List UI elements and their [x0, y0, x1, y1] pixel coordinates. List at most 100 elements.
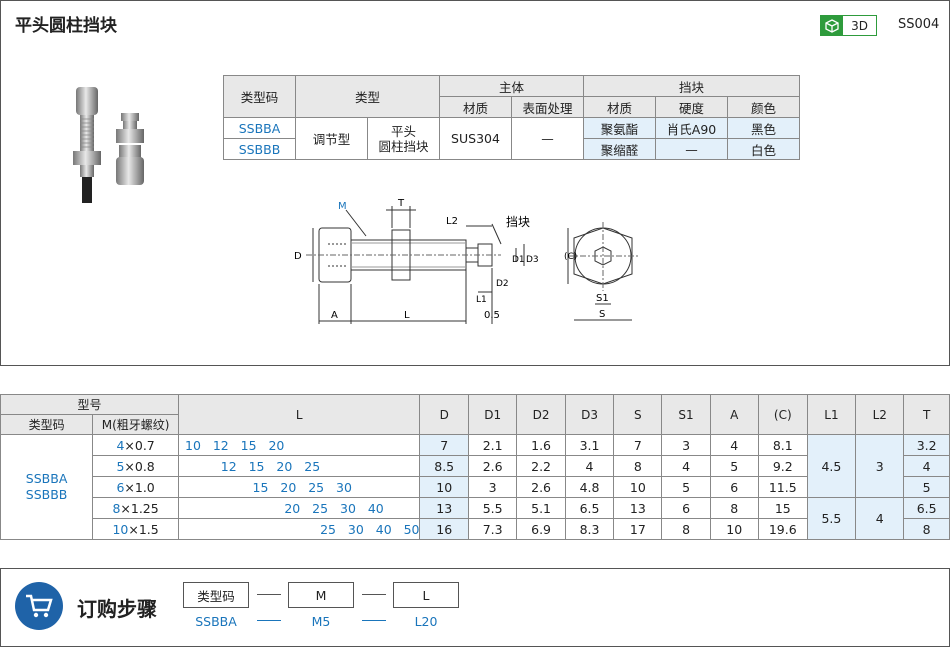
3d-button[interactable]: 3D	[820, 15, 877, 36]
d3-cell: 8.3	[564, 518, 615, 540]
t-cell: 5	[903, 476, 950, 498]
dim-d2-label: D2	[496, 279, 509, 289]
order-value-typecode: SSBBA	[195, 614, 237, 629]
dim-s1-label: S1	[596, 293, 609, 304]
dim-l-label: L	[404, 310, 410, 321]
m-cell: 5×0.8	[92, 455, 179, 477]
m-cell: 10×1.5	[92, 518, 179, 540]
header-l: L	[177, 394, 421, 435]
header-m: M(粗牙螺纹)	[92, 414, 179, 435]
table-row: 5×0.8 12 15 20 25 8.5 2.6 2.2 4 8 4 5 9.…	[1, 455, 950, 477]
header-l2: L2	[855, 394, 905, 435]
c-cell: 19.6	[757, 518, 808, 540]
s-cell: 8	[613, 455, 663, 477]
s1-cell: 6	[661, 497, 711, 519]
dim-l1-label: L1	[476, 295, 487, 305]
d2-cell: 1.6	[516, 434, 566, 456]
a-cell: 6	[709, 476, 759, 498]
hardness-b: —	[655, 138, 728, 160]
order-dash	[257, 620, 281, 621]
color-b: 白色	[727, 138, 800, 160]
product-panel: 平头圆柱挡块 3D SS004 类型码 类型 主体 挡块 材质	[0, 0, 950, 366]
m-cell: 8×1.25	[92, 497, 179, 519]
table-row: SSBBA SSBBB 4×0.7 10 12 15 20 7 2.1 1.6 …	[0, 434, 950, 540]
cube-icon	[821, 16, 843, 35]
header-material: 材质	[439, 96, 512, 118]
l-cell: 15 20 25 30	[177, 476, 421, 498]
order-value-l: L20	[414, 614, 438, 629]
table-row: 8×1.25 20 25 30 40 13 5.5 5.1 6.5 13 6 8…	[1, 497, 950, 540]
type-desc: 平头 圆柱挡块	[367, 117, 440, 160]
order-box-typecode: 类型码	[183, 582, 249, 608]
order-panel: 订购步骤 类型码 M L SSBBA M5 L20	[0, 568, 950, 647]
d1-cell: 2.1	[467, 434, 518, 456]
order-value-m: M5	[311, 614, 331, 629]
header-typecode: 类型码	[223, 75, 296, 118]
order-dash	[362, 594, 386, 595]
s-cell: 13	[613, 497, 663, 519]
type-adjust: 调节型	[295, 117, 368, 160]
header-hardness: 硬度	[655, 96, 728, 118]
header-d1: D1	[467, 394, 518, 435]
header-t: T	[903, 394, 950, 435]
l-cell: 12 15 20 25	[177, 455, 421, 477]
order-dash	[362, 620, 386, 621]
d-cell: 8.5	[419, 455, 469, 477]
d2-cell: 2.2	[516, 455, 566, 477]
typecode-a: SSBBA	[223, 117, 296, 139]
a-cell: 10	[709, 518, 759, 540]
c-cell: 8.1	[757, 434, 808, 456]
body-material: SUS304	[439, 117, 512, 160]
product-photo	[73, 87, 144, 203]
d-cell: 13	[419, 497, 469, 519]
d3-cell: 4	[564, 455, 615, 477]
d-cell: 7	[419, 434, 469, 456]
order-box-m: M	[288, 582, 354, 608]
l-cell: 20 25 30 40	[177, 497, 421, 519]
a-cell: 4	[709, 434, 759, 456]
page-title: 平头圆柱挡块	[15, 16, 117, 36]
dim-m-label: M	[338, 201, 347, 212]
dim-d3-label: D3	[526, 255, 539, 265]
d-cell: 10	[419, 476, 469, 498]
typecodes-cell: SSBBA SSBBB	[0, 434, 94, 540]
header-c: (C)	[757, 394, 808, 435]
header-s: S	[613, 394, 663, 435]
header-l1: L1	[806, 394, 857, 435]
order-box-l: L	[393, 582, 459, 608]
a-cell: 8	[709, 497, 759, 519]
d3-cell: 4.8	[564, 476, 615, 498]
dim-d-label: D	[294, 251, 302, 262]
dim-d1-label: D1	[512, 255, 525, 265]
d3-cell: 6.5	[564, 497, 615, 519]
a-cell: 5	[709, 455, 759, 477]
d2-cell: 5.1	[516, 497, 566, 519]
hardness-a: 肖氏A90	[655, 117, 728, 139]
d1-cell: 7.3	[467, 518, 518, 540]
c-cell: 11.5	[757, 476, 808, 498]
surface: —	[511, 117, 584, 160]
d1-cell: 3	[467, 476, 518, 498]
table-row: 10×1.5 25 30 40 50 16 7.3 6.9 8.3 17 8 1…	[1, 518, 950, 540]
dim-half-label: 0.5	[484, 310, 500, 321]
stopper-material-a: 聚氨酯	[583, 117, 656, 139]
dim-c-label: (C)	[564, 252, 577, 262]
m-cell: 6×1.0	[92, 476, 179, 498]
s1-cell: 4	[661, 455, 711, 477]
header-stopper: 挡块	[583, 75, 800, 97]
d2-cell: 2.6	[516, 476, 566, 498]
header-s1: S1	[661, 394, 711, 435]
dim-t-label: T	[397, 198, 405, 209]
c-cell: 9.2	[757, 455, 808, 477]
header-d: D	[419, 394, 469, 435]
3d-label: 3D	[851, 18, 868, 33]
dimension-table: 型号 L D D1 D2 D3 S S1 A (C) L1 L2 T 类型码 M…	[0, 394, 950, 540]
header-color: 颜色	[727, 96, 800, 118]
technical-drawing: D M T L2 挡块 D1 D3 D2 L1 A L 0.5 (C) S1 S	[294, 198, 638, 324]
stopper-material-b: 聚缩醛	[583, 138, 656, 160]
l2-cell: 3	[855, 434, 905, 498]
l-cell: 10 12 15 20	[177, 434, 421, 456]
stopper-label: 挡块	[506, 215, 530, 229]
product-code: SS004	[898, 17, 940, 32]
m-cell: 4×0.7	[92, 434, 179, 456]
